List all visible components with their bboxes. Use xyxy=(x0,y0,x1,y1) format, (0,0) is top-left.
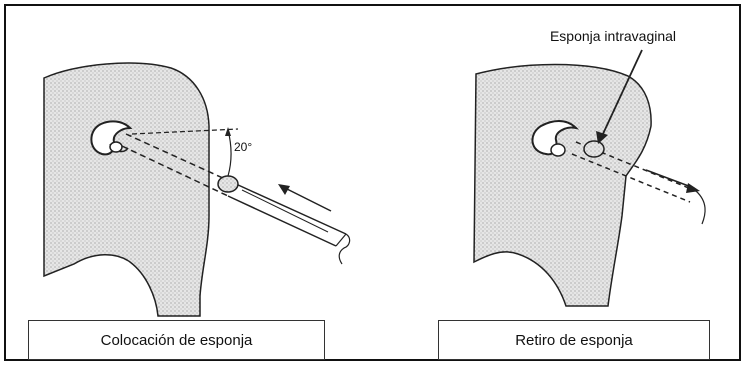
right-sponge-icon xyxy=(584,141,604,157)
procedure-illustration: 20° xyxy=(6,6,739,359)
right-caption-box: Retiro de esponja xyxy=(438,320,710,360)
left-caption: Colocación de esponja xyxy=(101,332,253,349)
left-animal-silhouette xyxy=(44,63,209,316)
left-sponge-icon xyxy=(218,176,238,192)
right-animal-silhouette xyxy=(474,65,651,307)
withdrawal-arrow-icon xyxy=(646,170,700,193)
left-caption-box: Colocación de esponja xyxy=(28,320,325,360)
figure-frame: 20° Esponja intravaginal Colocación de e… xyxy=(4,4,741,361)
right-caption: Retiro de esponja xyxy=(515,332,633,349)
angle-label: 20° xyxy=(234,140,252,154)
callout-label: Esponja intravaginal xyxy=(518,28,708,44)
